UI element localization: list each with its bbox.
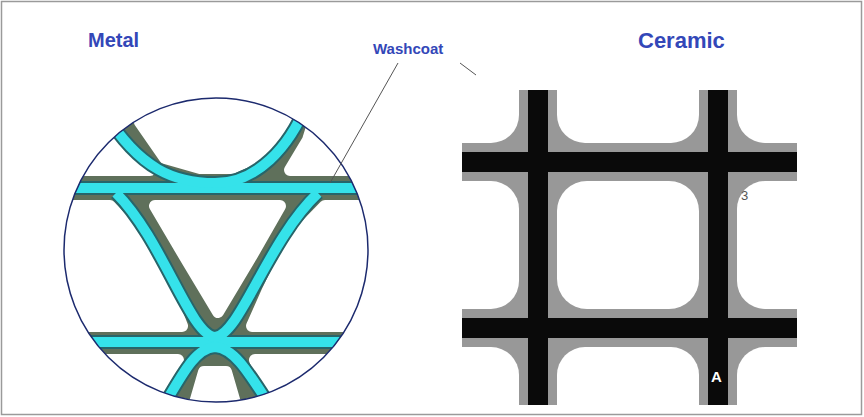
mark-text: A	[711, 369, 722, 386]
section-outline	[64, 98, 368, 402]
channel	[462, 90, 519, 143]
leader-line	[460, 63, 476, 75]
channels	[462, 90, 797, 405]
leader-line	[330, 63, 398, 183]
foil-outline	[50, 96, 385, 412]
channel	[557, 347, 699, 405]
channel	[737, 181, 797, 309]
ceramic-walls	[462, 90, 797, 405]
metal-section	[50, 80, 390, 417]
section-title: Ceramic	[638, 29, 725, 53]
channel	[557, 181, 699, 309]
wall	[708, 90, 728, 405]
wall	[462, 152, 797, 172]
channel	[737, 347, 797, 405]
corrugated-foil	[116, 193, 318, 337]
wall	[462, 318, 797, 338]
channel	[462, 181, 519, 309]
channel	[50, 360, 178, 417]
wall	[528, 90, 548, 405]
ceramic-section	[462, 90, 797, 405]
part-name: Washcoat	[373, 41, 443, 58]
channels	[50, 80, 390, 417]
channel	[255, 360, 390, 417]
mark-text: 3	[741, 189, 748, 203]
channel	[190, 372, 240, 417]
channel	[557, 90, 699, 143]
channel	[462, 347, 519, 405]
metal-foil	[50, 96, 385, 412]
channel	[290, 95, 390, 170]
foil-edge	[116, 193, 318, 337]
section-title: Metal	[88, 29, 139, 51]
channel	[737, 90, 797, 143]
foil-edge	[104, 96, 310, 183]
corrugated-foil	[104, 96, 310, 183]
